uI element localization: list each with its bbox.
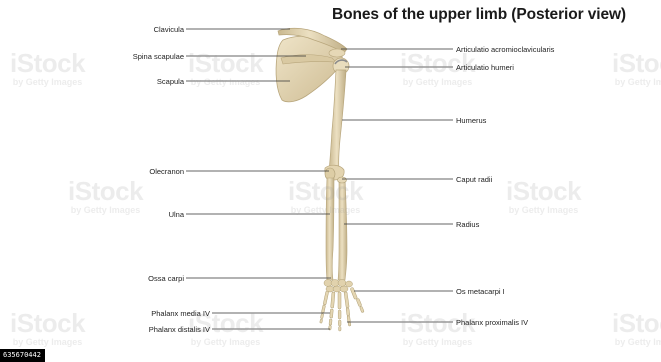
label-clavicula: Clavicula xyxy=(154,25,184,34)
label-phalanx-distalis-iv: Phalanx distalis IV xyxy=(149,325,210,334)
diagram-title: Bones of the upper limb (Posterior view) xyxy=(332,6,626,24)
image-id-badge: 635670442 xyxy=(0,349,45,362)
label-olecranon: Olecranon xyxy=(149,167,184,176)
label-caput-radii: Caput radii xyxy=(456,175,492,184)
label-ossa-carpi: Ossa carpi xyxy=(148,274,184,283)
acromion xyxy=(329,49,345,57)
label-spina-scapulae: Spina scapulae xyxy=(133,52,184,61)
label-articulatio-acromioclavicularis: Articulatio acromioclavicularis xyxy=(456,45,554,54)
label-scapula: Scapula xyxy=(157,77,184,86)
label-phalanx-media-iv: Phalanx media IV xyxy=(151,309,210,318)
ossa-carpi-bones xyxy=(324,280,353,293)
hand-bones xyxy=(320,287,365,331)
label-phalanx-proximalis-iv: Phalanx proximalis IV xyxy=(456,318,528,327)
label-ulna: Ulna xyxy=(169,210,184,219)
label-humerus: Humerus xyxy=(456,116,486,125)
humerus-bone xyxy=(329,70,346,172)
label-radius: Radius xyxy=(456,220,479,229)
label-os-metacarpi-i: Os metacarpi I xyxy=(456,287,505,296)
label-articulatio-humeri: Articulatio humeri xyxy=(456,63,514,72)
